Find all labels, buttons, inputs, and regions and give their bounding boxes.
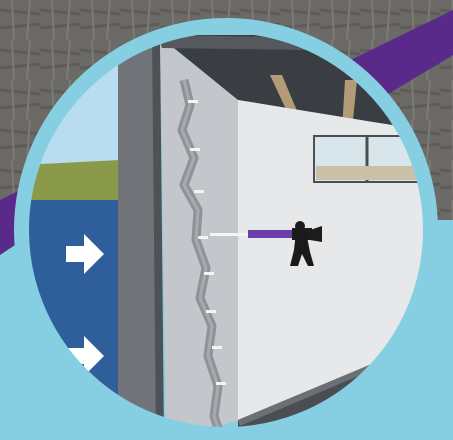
injection-port-icon [206, 310, 216, 313]
injection-port-icon [190, 148, 200, 151]
injection-port-icon [198, 236, 208, 239]
injection-port-icon [216, 382, 226, 385]
injection-port-icon [188, 100, 198, 103]
injection-port-icon [204, 272, 214, 275]
injection-port-icon [212, 346, 222, 349]
window-dirt [316, 166, 418, 180]
injection-port-icon [194, 190, 204, 193]
technician-head [295, 221, 305, 231]
injection-gun-icon [248, 230, 294, 238]
injection-nozzle [210, 233, 250, 236]
